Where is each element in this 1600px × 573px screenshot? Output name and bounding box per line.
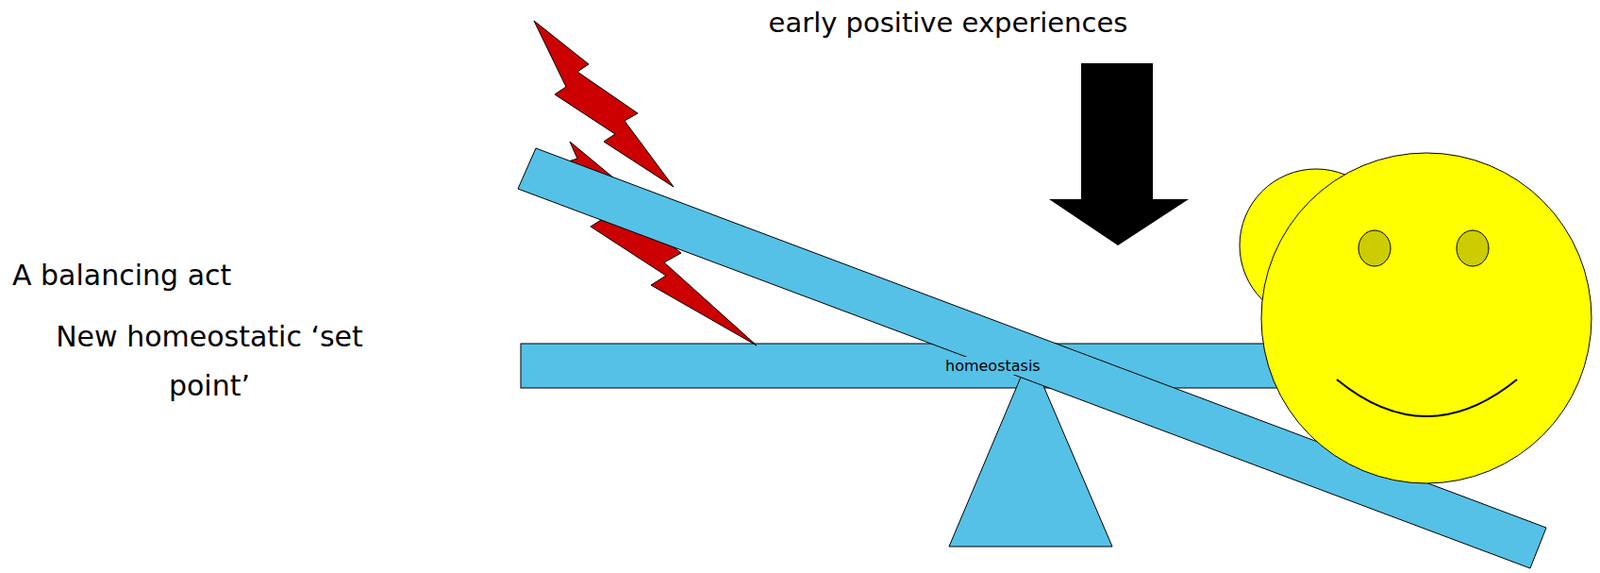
down-arrow — [1049, 63, 1189, 246]
smile — [1336, 379, 1517, 417]
experience-label: early positive experiences — [665, 3, 1232, 42]
bar-text: homeostasis — [943, 356, 1043, 375]
heading-label: A balancing act — [12, 256, 390, 295]
eye — [1358, 230, 1391, 267]
bar-node: homeostasis — [520, 343, 1304, 388]
level-bar — [520, 343, 1304, 388]
set-point-label: New homeostatic ‘set point’ — [30, 312, 389, 411]
smiley-face — [1261, 152, 1592, 484]
eye — [1456, 230, 1489, 267]
